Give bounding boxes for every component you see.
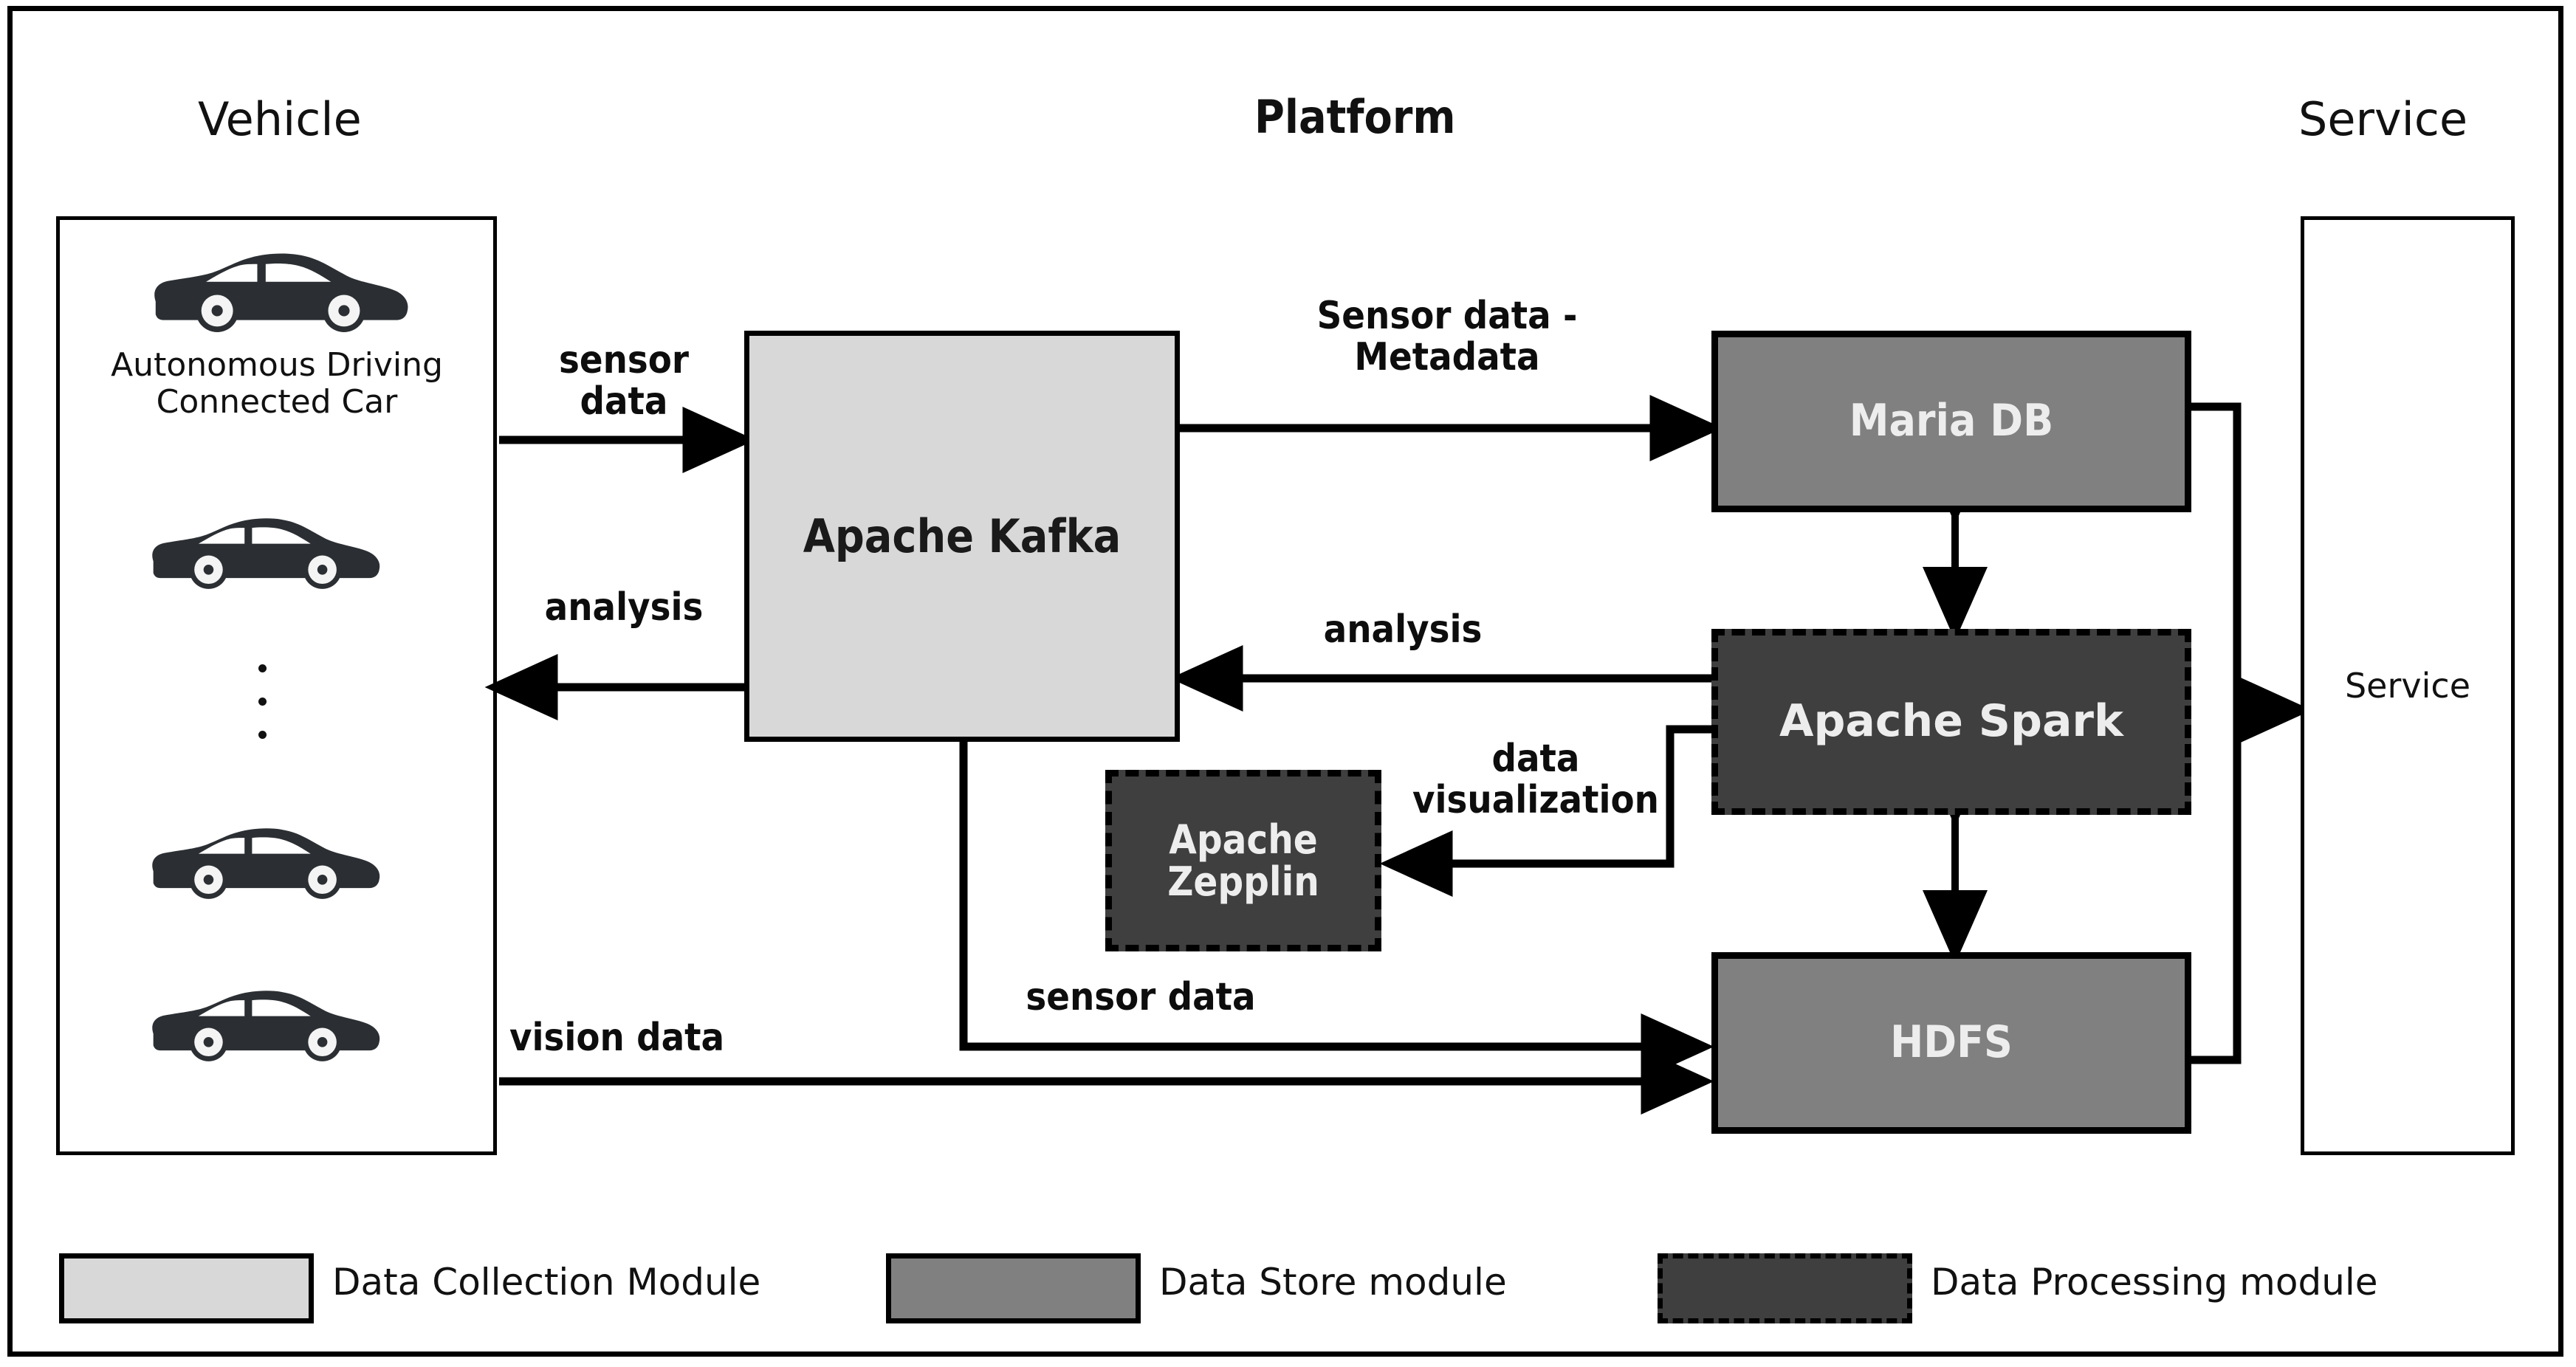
node-service[interactable]: Service xyxy=(2301,216,2515,1155)
legend-processing-swatch xyxy=(1658,1253,1912,1323)
edge-label-sensor-metadata: Sensor data - Metadata xyxy=(1316,294,1578,380)
car-side-icon xyxy=(137,244,417,332)
car-side-icon xyxy=(137,982,388,1061)
column-title-platform: Platform xyxy=(1254,90,1456,144)
node-label-service: Service xyxy=(2344,666,2470,706)
node-label-mariadb: Maria DB xyxy=(1849,395,2054,447)
edge-label-analysis-spark: analysis xyxy=(1323,607,1483,652)
edge-label-data-visualization: data visualization xyxy=(1412,737,1659,823)
outer-frame xyxy=(7,6,2563,1357)
node-hdfs[interactable]: HDFS xyxy=(1711,952,2191,1134)
edge-label-analysis-left: analysis xyxy=(544,585,704,630)
edge-label-sensor-data-hdfs: sensor data xyxy=(1026,975,1256,1019)
node-label-spark: Apache Spark xyxy=(1779,695,2123,748)
car-side-icon xyxy=(137,509,388,589)
node-apache-kafka[interactable]: Apache Kafka xyxy=(744,331,1180,742)
edge-label-vision-data: vision data xyxy=(509,1016,725,1060)
vehicle-ellipsis xyxy=(240,664,284,764)
column-title-service: Service xyxy=(2298,92,2468,146)
node-maria-db[interactable]: Maria DB xyxy=(1711,331,2191,512)
node-label-hdfs: HDFS xyxy=(1890,1016,2013,1069)
node-label-zepplin: Apache Zepplin xyxy=(1167,816,1319,905)
legend-collection-label: Data Collection Module xyxy=(332,1261,761,1304)
column-title-vehicle: Vehicle xyxy=(198,92,362,146)
car-side-icon xyxy=(137,819,388,899)
legend-processing-label: Data Processing module xyxy=(1931,1261,2378,1304)
edge-label-sensor-data-up: sensor data xyxy=(559,338,689,424)
legend-store-swatch xyxy=(886,1253,1141,1323)
node-label-kafka: Apache Kafka xyxy=(803,509,1122,563)
legend-store-label: Data Store module xyxy=(1159,1261,1507,1304)
node-apache-spark[interactable]: Apache Spark xyxy=(1711,629,2191,815)
node-apache-zepplin[interactable]: Apache Zepplin xyxy=(1105,770,1381,951)
legend-collection-swatch xyxy=(59,1253,314,1323)
vehicle-caption: Autonomous Driving Connected Car xyxy=(111,346,443,421)
